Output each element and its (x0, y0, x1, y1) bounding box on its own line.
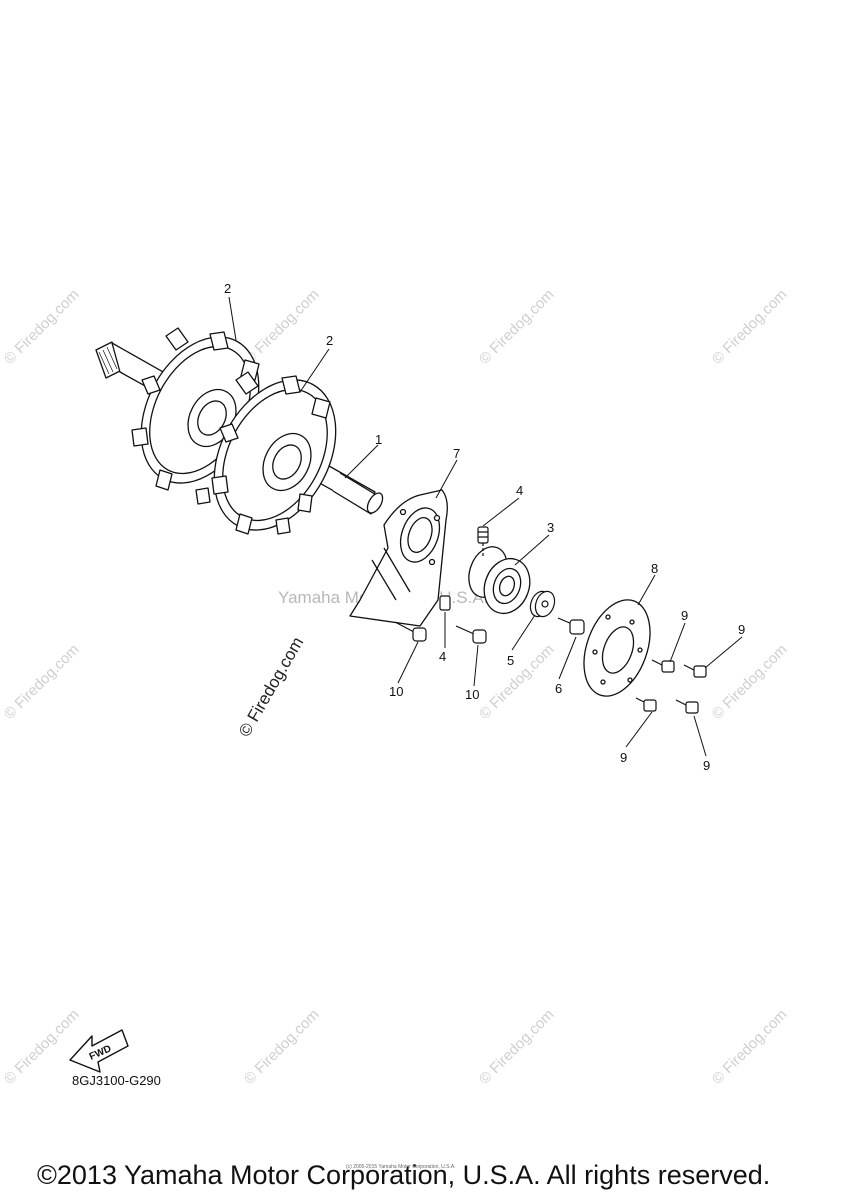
callout-10: 10 (389, 684, 403, 699)
callout-8: 8 (651, 561, 658, 576)
callout-9: 9 (620, 750, 627, 765)
bolt (557, 617, 585, 635)
watermark-firedog: © Firedog.com (476, 641, 558, 723)
bearing-housing (349, 489, 448, 627)
tiny-copyright: (c) 2005-2015 Yamaha Motor Corporation, … (346, 1164, 456, 1170)
callout-3: 3 (547, 520, 554, 535)
watermark-firedog: © Firedog.com (476, 1006, 558, 1088)
watermark-firedog: © Firedog.com (709, 641, 791, 723)
watermark-firedog: © Firedog.com (476, 286, 558, 368)
watermark-firedog: © Firedog.com (1, 286, 83, 368)
watermark-firedog: © Firedog.com (709, 1006, 791, 1088)
callout-9: 9 (738, 622, 745, 637)
copyright-notice: ©2013 Yamaha Motor Corporation, U.S.A. A… (37, 1160, 771, 1190)
diagram-code: 8GJ3100-G290 (72, 1073, 161, 1088)
callout-7: 7 (453, 446, 460, 461)
callout-1: 1 (375, 432, 382, 447)
watermark-firedog: © Firedog.com (1, 1006, 83, 1088)
flange-plate (583, 599, 651, 697)
bolt-set (394, 621, 707, 714)
callout-5: 5 (507, 653, 514, 668)
drive-shaft-assembly (95, 327, 384, 535)
watermark-firedog: © Firedog.com (1, 641, 83, 723)
leader-lines (228, 296, 743, 757)
callout-2: 2 (224, 281, 231, 296)
watermark-firedog: © Firedog.com (241, 286, 323, 368)
watermark-firedog-dark: © Firedog.com (235, 634, 307, 740)
fwd-arrow-icon: FWD (69, 1029, 129, 1073)
watermark-firedog: © Firedog.com (241, 1006, 323, 1088)
set-screw (477, 526, 489, 558)
callout-6: 6 (555, 681, 562, 696)
callout-4: 4 (439, 649, 446, 664)
bearing (468, 546, 531, 615)
watermark-firedog: © Firedog.com (709, 286, 791, 368)
callout-9: 9 (703, 758, 710, 773)
callout-labels: 1 2 2 3 4 4 5 6 7 8 9 9 9 9 10 10 (224, 281, 745, 773)
collar (529, 590, 556, 618)
sprocket-b (211, 371, 337, 535)
callout-9: 9 (681, 608, 688, 623)
callout-4: 4 (516, 483, 523, 498)
set-screw (439, 595, 451, 611)
callout-10: 10 (465, 687, 479, 702)
callout-2: 2 (326, 333, 333, 348)
